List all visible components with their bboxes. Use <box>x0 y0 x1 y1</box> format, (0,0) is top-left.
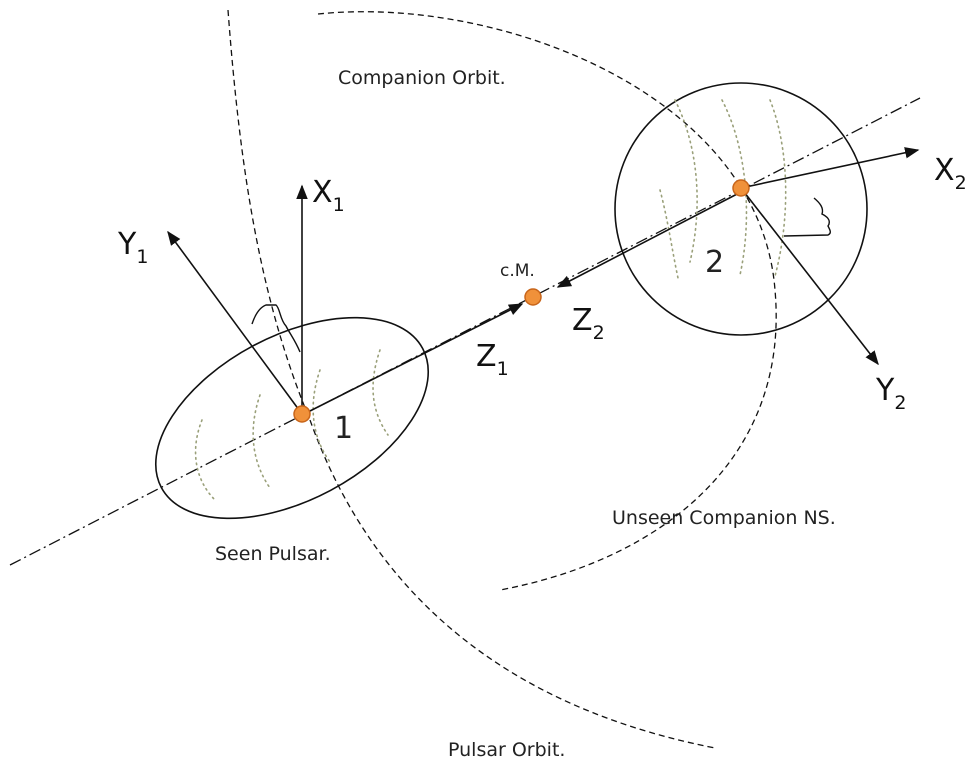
pulsar-center-dot <box>293 405 311 423</box>
companion-center-dot <box>732 179 750 197</box>
companion-orbit-label: Companion Orbit. <box>338 67 506 89</box>
spin-angle-1-marker <box>251 304 301 353</box>
axis-z2-label: Z2 <box>572 303 605 344</box>
pulsar-body <box>154 316 430 520</box>
unseen-companion-label: Unseen Companion NS. <box>612 507 836 529</box>
pulsar-orbit-label: Pulsar Orbit. <box>448 739 565 761</box>
axis-z2-arrow <box>556 191 742 288</box>
center-of-mass-label: c.M. <box>500 261 535 281</box>
axis-y1-arrow <box>167 230 303 415</box>
axis-y1-label: Y1 <box>117 227 148 268</box>
pulsar-surface-pattern <box>194 349 389 501</box>
axis-y2-label: Y2 <box>875 373 906 414</box>
axis-x2-label: X2 <box>934 153 967 194</box>
spin-angle-2-marker <box>783 197 831 237</box>
axis-y2-arrow <box>740 187 879 366</box>
pulsar-orbit-curve <box>227 9 716 749</box>
companion-orbit-curve <box>317 11 777 591</box>
companion-number: 2 <box>705 245 724 280</box>
line-of-centers <box>9 97 921 566</box>
axis-z1-arrow <box>303 303 524 415</box>
seen-pulsar-label: Seen Pulsar. <box>215 543 331 565</box>
center-of-mass-dot <box>524 288 542 306</box>
axis-x2-arrow <box>740 147 920 189</box>
axis-z1-label: Z1 <box>476 339 509 380</box>
companion-body <box>614 82 868 336</box>
pulsar-number: 1 <box>334 411 353 446</box>
axis-x1-label: X1 <box>312 175 345 216</box>
